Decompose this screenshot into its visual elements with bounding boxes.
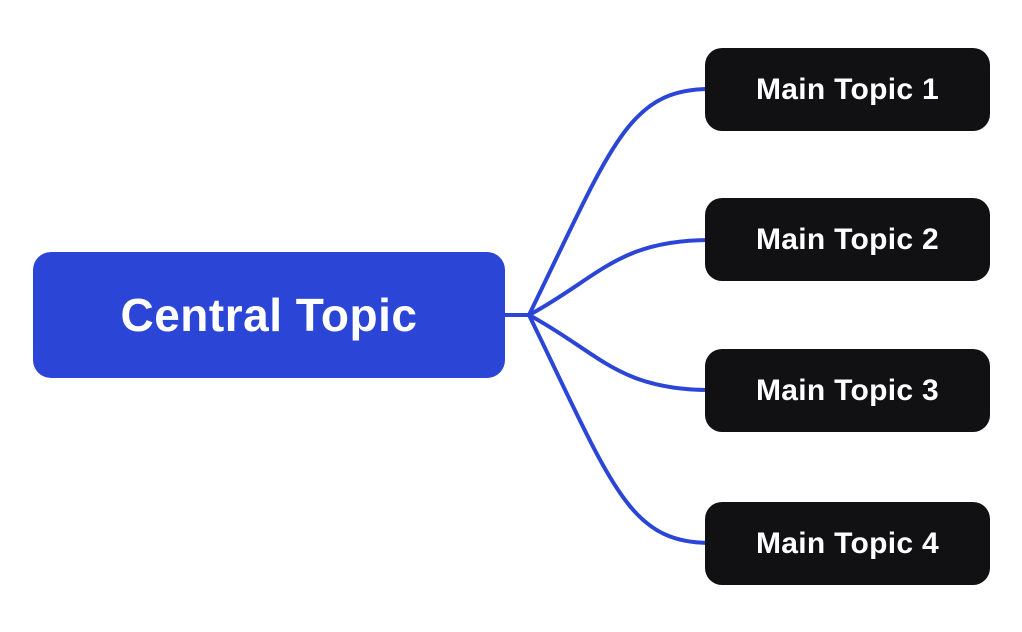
main-topic-3-label: Main Topic 3 bbox=[755, 373, 940, 407]
main-topic-3-node[interactable]: Main Topic 3 bbox=[705, 349, 990, 432]
connector-main-topic-2 bbox=[527, 238, 712, 317]
main-topic-2-label: Main Topic 2 bbox=[755, 222, 940, 256]
connector-main-topic-1 bbox=[527, 87, 712, 317]
connector-main-topic-4 bbox=[527, 313, 712, 545]
main-topic-4-node[interactable]: Main Topic 4 bbox=[705, 502, 990, 585]
main-topic-4-label: Main Topic 4 bbox=[755, 526, 940, 560]
connector-main-topic-3 bbox=[527, 313, 712, 392]
central-topic-node[interactable]: Central Topic bbox=[33, 252, 505, 378]
main-topic-1-node[interactable]: Main Topic 1 bbox=[705, 48, 990, 131]
main-topic-1-label: Main Topic 1 bbox=[755, 72, 940, 106]
central-topic-label: Central Topic bbox=[120, 289, 418, 341]
main-topic-2-node[interactable]: Main Topic 2 bbox=[705, 198, 990, 281]
